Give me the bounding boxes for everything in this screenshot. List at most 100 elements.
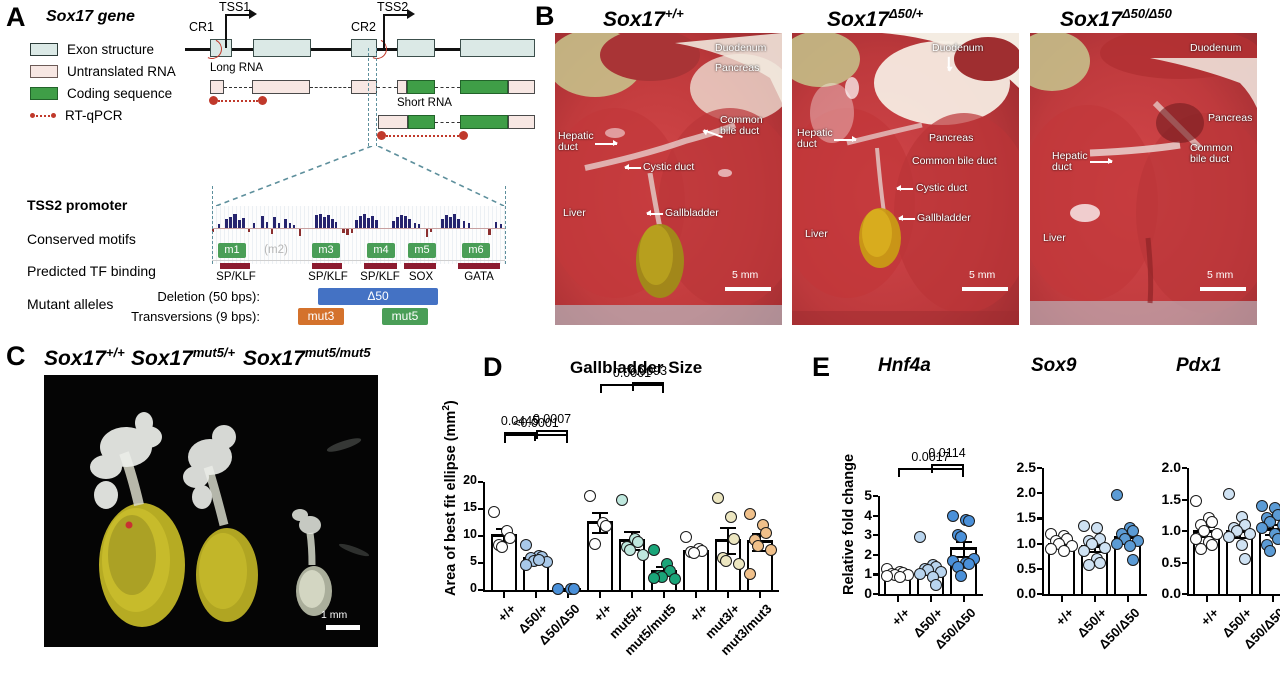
data-point — [589, 538, 601, 550]
data-point — [1206, 539, 1218, 551]
x-tick — [1061, 596, 1063, 602]
allele-delta50: Δ50 — [318, 288, 438, 305]
y-tick — [1037, 593, 1042, 595]
figure-canvas: A Sox17 gene Exon structure Untranslated… — [0, 0, 1280, 654]
data-point — [765, 544, 777, 556]
legend-item-exon: Exon structure — [30, 38, 176, 60]
y-tick-label: 2.0 — [994, 484, 1036, 500]
data-point — [1236, 539, 1248, 551]
photo1-label-gallbladder: Gallbladder — [917, 213, 971, 224]
y-tick — [478, 589, 483, 591]
tf-binding-row: SP/KLF SP/KLF SP/KLF SOX GATA — [212, 263, 505, 285]
data-point — [1083, 559, 1095, 571]
panel-b-title-2-sup: Δ50/Δ50 — [1122, 6, 1172, 21]
data-point — [616, 494, 628, 506]
x-tick — [930, 596, 932, 602]
untranslated-rna-swatch-icon — [30, 65, 58, 78]
error-cap — [720, 527, 736, 529]
panel-letter-e: E — [812, 354, 830, 381]
y-tick — [478, 535, 483, 537]
y-tick — [478, 481, 483, 483]
data-point — [600, 520, 612, 532]
data-point — [760, 527, 772, 539]
panel-a-gene-title: Sox17 gene — [46, 8, 135, 26]
error-cap — [624, 531, 640, 533]
data-point — [1111, 489, 1123, 501]
allele-mut3: mut3 — [298, 308, 344, 325]
cr1-label: CR1 — [189, 20, 214, 34]
legend-item-cds: Coding sequence — [30, 82, 176, 104]
tss1-label: TSS1 — [219, 0, 250, 14]
x-tick — [535, 592, 537, 598]
data-point — [1094, 557, 1106, 569]
panel-letter-d: D — [483, 354, 503, 381]
data-point — [520, 539, 532, 551]
x-tick — [759, 592, 761, 598]
legend-label-exon: Exon structure — [67, 42, 154, 57]
rt-qpcr-dotted-icon — [30, 110, 56, 121]
y-tick-label: 3 — [830, 526, 872, 542]
photo1-label-pancreas: Pancreas — [929, 133, 973, 144]
data-point — [688, 547, 700, 559]
x-tick — [1127, 596, 1129, 602]
panel-b-title-2: Sox17Δ50/Δ50 — [1060, 6, 1172, 32]
x-tick — [631, 592, 633, 598]
y-tick-label: 0.0 — [1139, 585, 1181, 601]
photo0-label-liver: Liver — [563, 208, 586, 219]
panel-e-title-hnf4a: Hnf4a — [878, 355, 931, 377]
allele-row-label-transversions: Transversions (9 bps): — [131, 309, 260, 324]
p-value-label: 0.0093 — [614, 364, 682, 378]
data-point — [680, 531, 692, 543]
x-tick — [1206, 596, 1208, 602]
photo1-label-duodenum: Duodenum — [932, 43, 983, 54]
y-tick-label: 2.0 — [1139, 459, 1181, 475]
photo2-label-pancreas: Pancreas — [1208, 113, 1252, 124]
data-point — [1078, 520, 1090, 532]
legend-label-rtqpcr: RT-qPCR — [65, 108, 123, 123]
photo1-label-cbd: Common bile duct — [912, 156, 997, 167]
y-axis — [1042, 468, 1044, 594]
y-tick — [1037, 568, 1042, 570]
y-tick-label: 4 — [830, 507, 872, 523]
mean-line — [950, 547, 977, 549]
coding-sequence-swatch-icon — [30, 87, 58, 100]
y-tick-label: 15 — [435, 500, 477, 514]
tss2-promoter-title: TSS2 promoter — [27, 197, 127, 213]
long-rna-label: Long RNA — [210, 62, 263, 74]
panel-letter-b: B — [535, 3, 555, 30]
data-point — [725, 511, 737, 523]
data-point — [1223, 488, 1235, 500]
y-tick-label: 20 — [435, 473, 477, 487]
panel-b-title-2-gene: Sox17 — [1060, 8, 1122, 31]
panel-letter-a: A — [6, 4, 26, 31]
data-point — [488, 506, 500, 518]
data-point — [648, 572, 660, 584]
panel-b-title-0-gene: Sox17 — [603, 8, 665, 31]
x-tick — [897, 596, 899, 602]
x-tick — [727, 592, 729, 598]
data-point — [1256, 500, 1268, 512]
data-point — [648, 544, 660, 556]
y-tick — [1037, 492, 1042, 494]
photo0-scale-label: 5 mm — [732, 269, 758, 281]
panel-c-title-2-gene: Sox17 — [243, 347, 305, 370]
y-axis — [1187, 468, 1189, 594]
y-tick — [1182, 499, 1187, 501]
panel-c-title-2-sup: mut5/mut5 — [305, 345, 371, 360]
row-label-conserved-motifs: Conserved motifs — [27, 231, 136, 247]
photo2-label-duodenum: Duodenum — [1190, 43, 1241, 54]
panel-b-title-1-gene: Sox17 — [827, 8, 889, 31]
photo2-label-liver: Liver — [1043, 233, 1066, 244]
x-tick — [503, 592, 505, 598]
row-label-predicted-tf: Predicted TF binding — [27, 263, 156, 279]
x-tick — [1272, 596, 1274, 602]
y-tick — [478, 562, 483, 564]
allele-mut5: mut5 — [382, 308, 428, 325]
x-tick — [599, 592, 601, 598]
data-point — [496, 541, 508, 553]
tf-label-4: GATA — [457, 271, 501, 283]
y-axis — [878, 496, 880, 594]
